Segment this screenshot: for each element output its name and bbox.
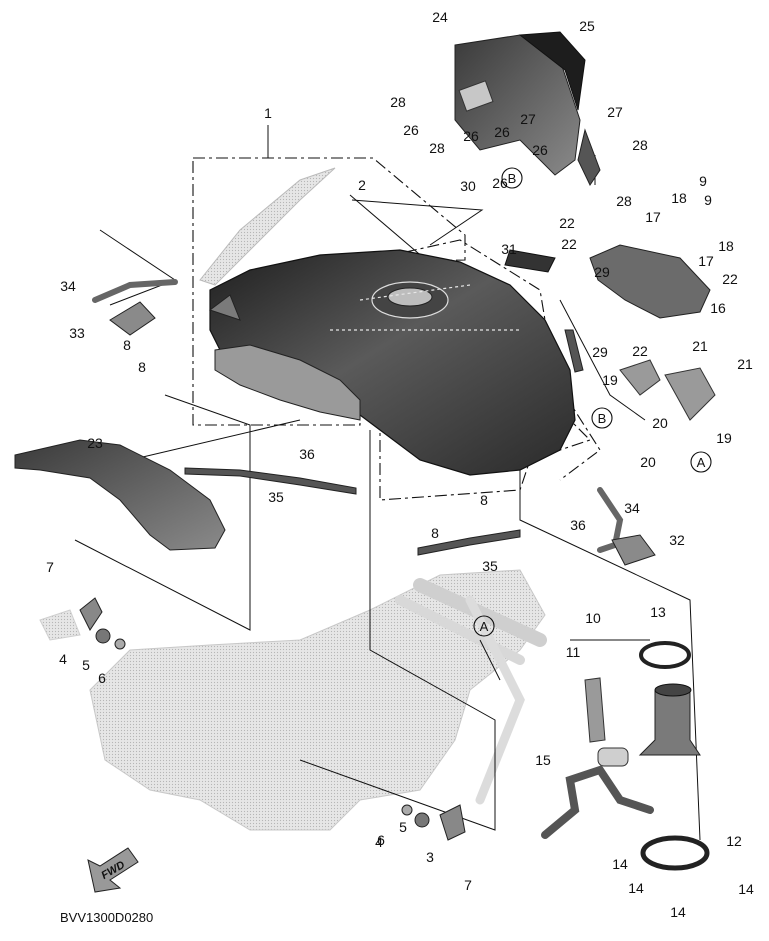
callout-30-53: 30 [460,178,476,194]
callout-25-39: 25 [579,18,595,34]
callout-24-38: 24 [432,9,448,25]
reference-letter-B-1: B [598,411,607,426]
callout-3-2: 3 [426,849,434,865]
callout-5-4: 5 [82,657,90,673]
callout-12-15: 12 [726,833,742,849]
reference-marks [473,167,712,637]
callout-6-5: 6 [98,670,106,686]
fuel-pump-assembly [541,641,710,871]
callout-14-17: 14 [612,856,628,872]
callout-15-21: 15 [535,752,551,768]
callout-8-7: 8 [123,337,131,353]
callout-18-25: 18 [671,190,687,206]
callout-20-29: 20 [652,415,668,431]
callout-8-10: 8 [431,525,439,541]
callout-26-44: 26 [492,175,508,191]
callout-17-24: 17 [698,253,714,269]
callout-4-3: 4 [59,651,67,667]
callout-23-37: 23 [87,435,103,451]
fwd-arrow: FWD [87,847,139,893]
callout-34-57: 34 [60,278,76,294]
callout-31-54: 31 [501,241,517,257]
callout-27-45: 27 [520,111,536,127]
callout-19-27: 19 [602,372,618,388]
callout-26-42: 26 [494,124,510,140]
callout-14-19: 14 [670,904,686,920]
callout-34-58: 34 [624,500,640,516]
reference-letter-A-3: A [480,619,489,634]
callout-28-47: 28 [390,94,406,110]
callout-22-34: 22 [561,236,577,252]
callout-21-31: 21 [692,338,708,354]
callout-16-22: 16 [710,300,726,316]
fuel-tank [208,249,576,476]
callout-28-50: 28 [616,193,632,209]
breather-hoses [92,279,656,566]
callout-13-16: 13 [650,604,666,620]
callout-10-13: 10 [585,610,601,626]
callout-26-40: 26 [403,122,419,138]
left-cover [14,439,226,551]
callout-35-60: 35 [482,558,498,574]
callout-7-6: 7 [46,559,54,575]
reference-letter-B-0: B [508,171,517,186]
callout-7-66: 7 [464,877,472,893]
callout-26-43: 26 [532,142,548,158]
callout-36-62: 36 [570,517,586,533]
callout-33-56: 33 [69,325,85,341]
callout-22-35: 22 [632,343,648,359]
trim-strips [184,467,521,556]
callout-36-61: 36 [299,446,315,462]
callout-5-64: 5 [399,819,407,835]
callout-29-52: 29 [594,264,610,280]
reference-letter-A-2: A [697,455,706,470]
callout-22-33: 22 [559,215,575,231]
callout-9-12: 9 [704,192,712,208]
callout-29-51: 29 [592,344,608,360]
callout-21-32: 21 [737,356,753,372]
callout-19-28: 19 [716,430,732,446]
frame-assembly [39,569,547,831]
callout-27-46: 27 [607,104,623,120]
callout-4-63: 4 [375,834,383,850]
mount-brackets [79,597,466,841]
callout-11-14: 11 [566,644,581,660]
callout-22-36: 22 [722,271,738,287]
callout-9-11: 9 [699,173,707,189]
callout-28-49: 28 [632,137,648,153]
tank-top-panel [199,167,336,286]
drawing-code: BVV1300D0280 [60,910,153,925]
callout-28-48: 28 [429,140,445,156]
callout-8-9: 8 [480,492,488,508]
callout-14-18: 14 [628,880,644,896]
side-cover-assembly [454,31,601,187]
callout-2-1: 2 [358,177,366,193]
callout-20-30: 20 [640,454,656,470]
callout-1-0: 1 [264,105,272,121]
callout-35-59: 35 [268,489,284,505]
bracket-assembly [504,244,716,421]
callout-18-26: 18 [718,238,734,254]
callout-6-65: 6 [377,832,385,848]
callout-32-55: 32 [669,532,685,548]
callout-26-41: 26 [463,128,479,144]
callout-8-8: 8 [138,359,146,375]
callout-17-23: 17 [645,209,661,225]
callout-14-20: 14 [738,881,754,897]
